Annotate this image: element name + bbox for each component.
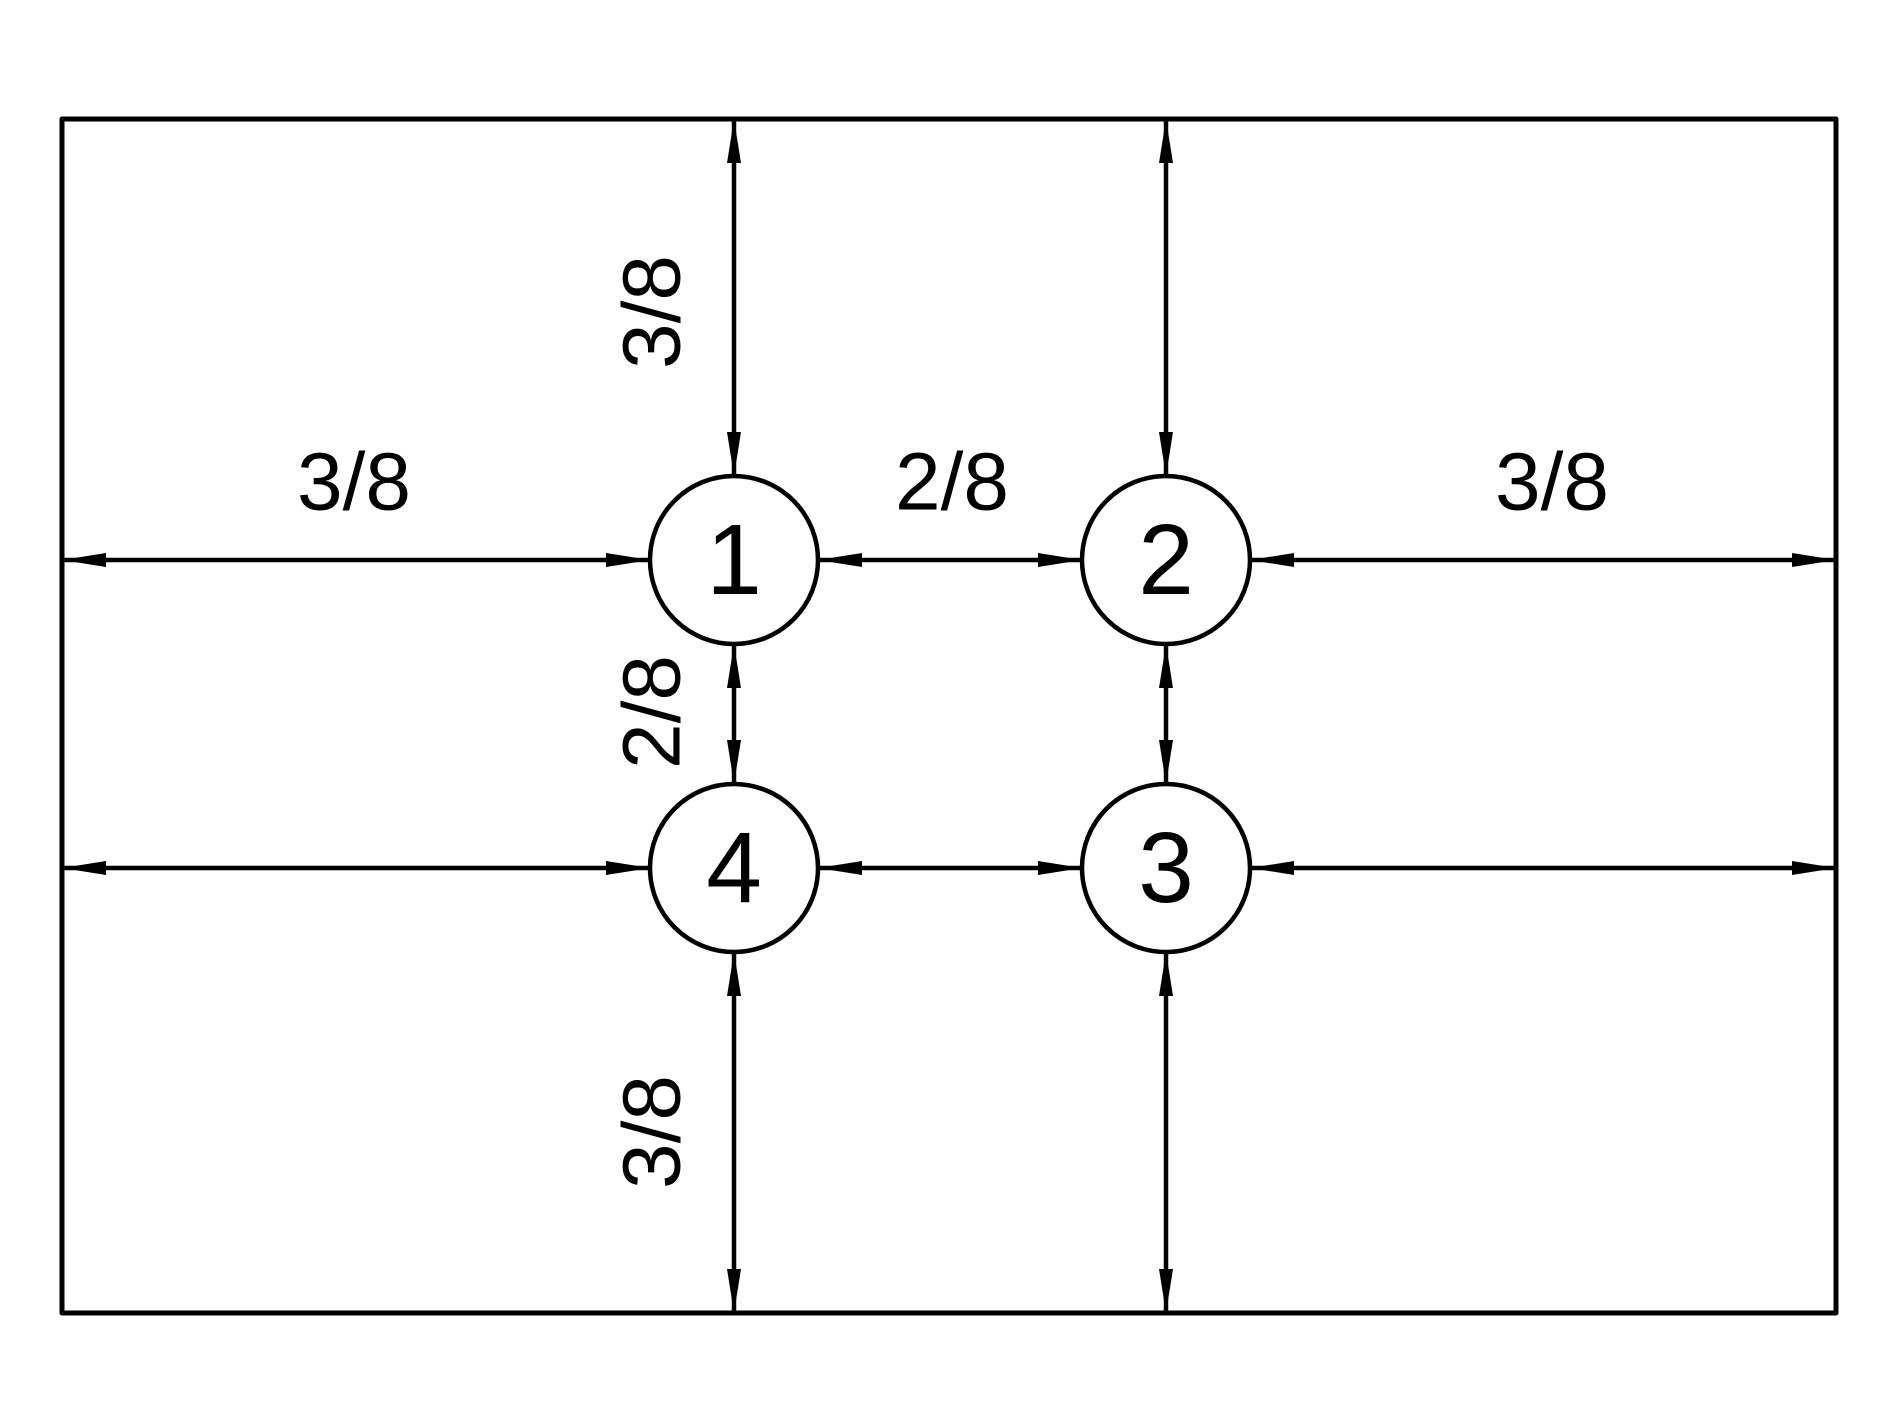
node-2-circle [1079,473,1253,647]
node-2-label: 2 [1138,504,1194,616]
node-4-circle [647,781,821,955]
node-3-label: 3 [1138,812,1194,924]
node-1: 1 [647,473,821,647]
node-1-label: 1 [706,504,762,616]
dim-label-top-left: 3/8 [297,437,411,528]
dim-label-upper-vertical: 3/8 [607,255,698,369]
dim-label-top-middle: 2/8 [895,437,1009,528]
dim-label-middle-vertical: 2/8 [607,655,698,769]
node-4: 4 [647,781,821,955]
dim-label-top-right: 3/8 [1495,437,1609,528]
node-1-circle [647,473,821,647]
node-3: 3 [1079,781,1253,955]
dim-label-lower-vertical: 3/8 [607,1075,698,1189]
node-2: 2 [1079,473,1253,647]
node-3-circle [1079,781,1253,955]
node-4-label: 4 [706,812,762,924]
frame-border [59,116,1839,1316]
